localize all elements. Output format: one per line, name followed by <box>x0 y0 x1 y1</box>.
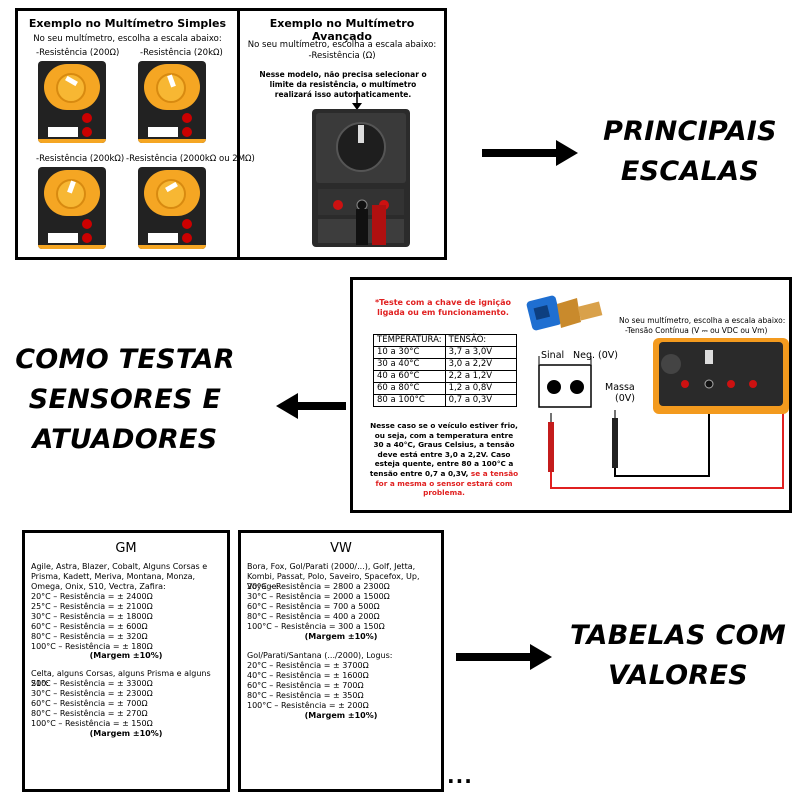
gm-panel: GM Agile, Astra, Blazer, Cobalt, Alguns … <box>22 530 230 792</box>
connector-pin <box>570 380 584 394</box>
multimeter-photo <box>38 167 106 249</box>
multimeter-photo <box>138 167 206 249</box>
gm-margin-1: (Margem ±10%) <box>89 651 163 660</box>
vw-title: VW <box>330 541 352 556</box>
description-text: Nesse caso se o veículo estiver frio, ou… <box>369 421 518 478</box>
gm-models-1: Agile, Astra, Blazer, Cobalt, Alguns Cor… <box>31 562 208 591</box>
list-item: 30°C – Resistência = 2000 a 1500Ω <box>247 592 390 601</box>
label-line: SENSORES E <box>28 384 222 415</box>
vw-margin-1: (Margem ±10%) <box>304 632 378 641</box>
ellipsis: ... <box>447 764 473 788</box>
list-item: 30°C – Resistência = ± 2300Ω <box>31 689 153 698</box>
list-item: 100°C – Resistência = 300 a 150Ω <box>247 622 385 631</box>
vw-margin-2: (Margem ±10%) <box>304 711 378 720</box>
vw-list-2: 20°C – Resistência = ± 3700Ω 40°C – Resi… <box>247 661 441 711</box>
list-item: 20°C – Resistência = ± 2400Ω <box>31 592 153 601</box>
list-item: 80°C – Resistência = ± 350Ω <box>247 691 364 700</box>
simple-intro: No seu multímetro, escolha a escala abai… <box>33 34 222 44</box>
gm-list-1: 20°C – Resistência = ± 2400Ω 25°C – Resi… <box>31 592 227 652</box>
right-arrow-icon <box>456 644 552 670</box>
multimeter-photo <box>138 61 206 143</box>
list-item: 100°C – Resistência = ± 180Ω <box>31 642 153 651</box>
top-panel: Exemplo no Multímetro Simples No seu mul… <box>15 8 447 260</box>
simple-title: Exemplo no Multímetro Simples <box>28 17 227 30</box>
list-item: 30°C – Resistência = ± 1800Ω <box>31 612 153 621</box>
list-item: 60°C – Resistência = 700 a 500Ω <box>247 602 380 611</box>
label-line: COMO TESTAR <box>15 344 235 375</box>
simple-label-200: -Resistência (200Ω) <box>36 48 120 58</box>
label-tabelas-com-valores: TABELAS COM VALORES <box>568 616 788 696</box>
label-neg: Neg. (0V) <box>573 350 618 361</box>
sensor-description: Nesse caso se o veículo estiver frio, ou… <box>369 421 519 498</box>
advanced-scale: -Resistência (Ω) <box>308 51 376 61</box>
list-item: 25°C – Resistência = ± 2100Ω <box>31 602 153 611</box>
simple-label-2000k: -Resistência (2000kΩ ou 2MΩ) <box>126 154 255 164</box>
right-arrow-icon <box>482 140 578 166</box>
list-item: 20°C – Resistência = ± 3700Ω <box>247 661 369 670</box>
gm-models-2: Celta, alguns Corsas, alguns Prisma e al… <box>31 669 211 688</box>
label-line: TABELAS COM <box>569 620 787 651</box>
list-item: 60°C – Resistência = ± 700Ω <box>31 699 148 708</box>
wiring-diagram <box>538 338 789 489</box>
multimeter-photo <box>38 61 106 143</box>
list-item: 20°C – Resistência = 2800 a 2300Ω <box>247 582 390 591</box>
description-warning: se a tensão for a mesma o sensor estará … <box>375 468 519 498</box>
list-item: 100°C – Resistência = ± 150Ω <box>31 719 153 728</box>
table-cell: 0,7 a 0,3V <box>444 394 517 407</box>
vw-models-2: Gol/Parati/Santana (.../2000), Logus: <box>247 651 393 660</box>
list-item: 80°C – Resistência = 400 a 200Ω <box>247 612 380 621</box>
middle-panel: *Teste com a chave de ignição ligada ou … <box>350 277 792 513</box>
vw-panel: VW Bora, Fox, Gol/Parati (2000/...), Gol… <box>238 530 444 792</box>
simple-label-200k: -Resistência (200kΩ) <box>36 154 125 164</box>
vw-list-1: 20°C – Resistência = 2800 a 2300Ω 30°C –… <box>247 582 441 632</box>
advanced-note: Nesse modelo, não precisa selecionar o l… <box>259 70 427 99</box>
label-line: VALORES <box>608 660 748 691</box>
connector-pin <box>547 380 561 394</box>
list-item: 20°C – Resistência = ± 3300Ω <box>31 679 153 688</box>
left-arrow-icon <box>276 393 346 419</box>
list-item: 60°C – Resistência = ± 700Ω <box>247 681 364 690</box>
label-principais-escalas: PRINCIPAIS ESCALAS <box>590 112 790 192</box>
advanced-title: Exemplo no Multímetro Avançado <box>269 17 415 43</box>
ignition-warning: *Teste com a chave de ignição ligada ou … <box>374 298 512 317</box>
list-item: 40°C – Resistência = ± 1600Ω <box>247 671 369 680</box>
down-arrow-icon <box>352 91 362 110</box>
meter-scale: -Tensão Contínua (V ⎓ ou VDC ou Vm) <box>625 326 768 335</box>
simple-label-20k: -Resistência (20kΩ) <box>140 48 223 58</box>
label-sinal: Sinal <box>541 350 565 361</box>
advanced-intro: No seu multímetro, escolha a escala abai… <box>247 40 437 50</box>
label-line: PRINCIPAIS <box>603 116 777 147</box>
label-line: ATUADORES <box>32 424 218 455</box>
top-panel-divider <box>237 11 240 257</box>
list-item: 60°C – Resistência = ± 600Ω <box>31 622 148 631</box>
auto-multimeter-photo <box>312 109 410 247</box>
label-line: ESCALAS <box>620 156 760 187</box>
gm-list-2: 20°C – Resistência = ± 3300Ω 30°C – Resi… <box>31 679 227 729</box>
vw-models-1: Bora, Fox, Gol/Parati (2000/...), Golf, … <box>247 562 420 591</box>
list-item: 80°C – Resistência = ± 320Ω <box>31 632 148 641</box>
gm-margin-2: (Margem ±10%) <box>89 729 163 738</box>
list-item: 80°C – Resistência = ± 270Ω <box>31 709 148 718</box>
label-como-testar: COMO TESTAR SENSORES E ATUADORES <box>10 340 240 460</box>
list-item: 100°C – Resistência = ± 200Ω <box>247 701 369 710</box>
gm-title: GM <box>115 541 137 556</box>
meter-instruction: No seu multímetro, escolha a escala abai… <box>619 316 786 325</box>
temperature-sensor-photo <box>526 295 603 331</box>
label-massa: Massa <box>605 382 635 393</box>
label-massa-voltage: (0V) <box>615 393 635 404</box>
